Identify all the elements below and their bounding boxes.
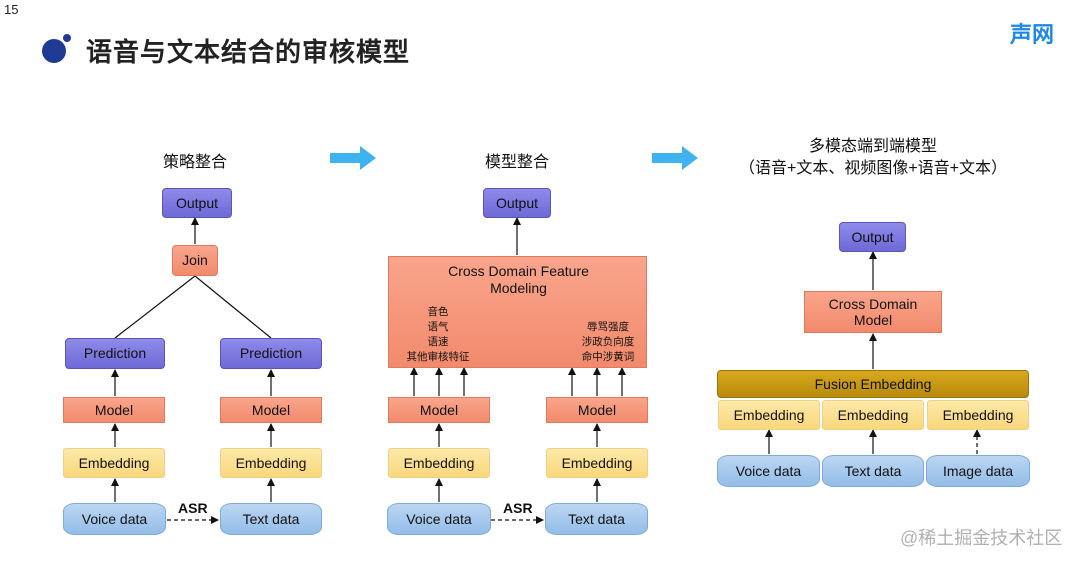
voice-feature: 语速 [427, 336, 449, 348]
panel3-heading: 多模态端到端模型 （语音+文本、视频图像+语音+文本） [700, 136, 1046, 180]
panel1-heading: 策略整合 [162, 154, 227, 171]
panel3-output-box: Output [839, 222, 906, 252]
panel3-embedding-2: Embedding [822, 400, 924, 430]
panel2-cross-domain-line2: Modeling [490, 280, 547, 296]
panel2-asr-label: ASR [503, 500, 533, 516]
dot-bullet-icon [42, 34, 71, 63]
panel2-model-right: Model [546, 397, 648, 423]
panel3-cross-domain-line1: Cross Domain [828, 295, 918, 312]
panel1-voice-data: Voice data [63, 503, 166, 535]
panel3-fusion-embedding: Fusion Embedding [717, 370, 1029, 398]
text-feature: 命中涉黄词 [581, 351, 635, 363]
panel1-text-data: Text data [220, 503, 322, 535]
panel1-model-right: Model [220, 397, 322, 423]
panel2-embedding-left: Embedding [388, 448, 490, 478]
panel2-cross-domain-box: Cross Domain Feature Modeling 音色 语气 语速 其… [388, 256, 647, 368]
panel2-voice-data: Voice data [387, 503, 491, 535]
watermark: @稀土掘金技术社区 [900, 528, 1063, 548]
panel1-asr-label: ASR [178, 500, 208, 516]
panel3-heading-line1: 多模态端到端模型 [808, 138, 937, 155]
panel1-embedding-right: Embedding [220, 448, 322, 478]
panel3-embedding-3: Embedding [927, 400, 1029, 430]
right-arrow-icon [330, 146, 376, 170]
panel3-text-data: Text data [822, 455, 924, 487]
panel3-embedding-1: Embedding [718, 400, 820, 430]
panel2-text-features: 辱骂强度 涉政负向度 命中涉黄词 [575, 320, 641, 365]
text-feature: 辱骂强度 [587, 321, 629, 333]
panel1-model-left: Model [63, 397, 165, 423]
slide-title: 语音与文本结合的审核模型 [86, 37, 411, 67]
text-feature: 涉政负向度 [581, 336, 635, 348]
voice-feature: 音色 [427, 306, 449, 318]
panel2-text-data: Text data [545, 503, 648, 535]
panel2-heading: 模型整合 [484, 154, 549, 171]
panel2-model-left: Model [388, 397, 490, 423]
panel1-prediction-right: Prediction [220, 338, 322, 369]
panel2-voice-features: 音色 语气 语速 其他审核特征 [403, 305, 473, 365]
voice-feature: 其他审核特征 [406, 351, 470, 363]
panel1-prediction-left: Prediction [65, 338, 165, 369]
panel2-output-box: Output [483, 188, 551, 218]
panel3-cross-domain-line2: Model [853, 312, 893, 328]
panel1-join-box: Join [172, 245, 218, 276]
panel2-cross-domain-line1: Cross Domain Feature [448, 263, 589, 279]
panel3-cross-domain-box: Cross Domain Model [804, 291, 942, 333]
panel1-embedding-left: Embedding [63, 448, 165, 478]
panel3-voice-data: Voice data [717, 455, 820, 487]
panel1-output-box: Output [162, 188, 232, 218]
brand-logo: 声网 [1010, 22, 1055, 47]
panel2-embedding-right: Embedding [546, 448, 648, 478]
panel3-image-data: Image data [926, 455, 1030, 487]
panel3-heading-line2: （语音+文本、视频图像+语音+文本） [738, 160, 1008, 177]
voice-feature: 语气 [427, 321, 449, 333]
right-arrow-icon [652, 146, 698, 170]
slide-number: 15 [4, 2, 19, 17]
